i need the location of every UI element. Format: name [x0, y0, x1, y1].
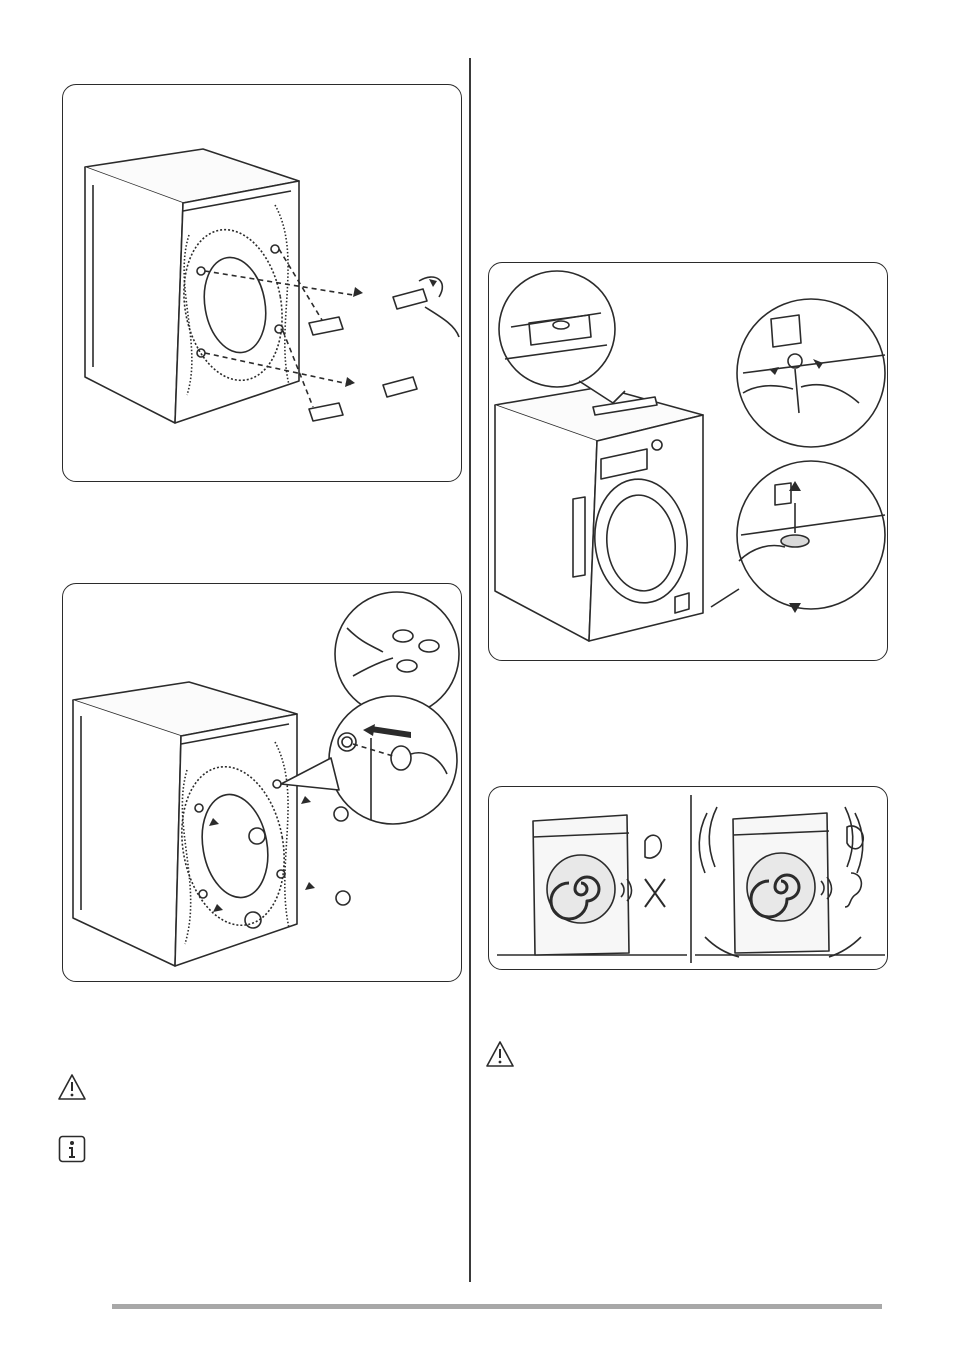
transit-bolt-removal-illustration: [63, 85, 462, 482]
plastic-cap-insertion-illustration: [63, 584, 462, 982]
page-footer-bar: [112, 1304, 882, 1309]
vibration-noise-comparison-illustration: [489, 787, 888, 970]
info-icon: [58, 1135, 86, 1163]
figure-remove-transit-bolts: [62, 84, 462, 482]
figure-vibration-noise: [488, 786, 888, 970]
column-divider: [469, 58, 471, 1282]
figure-level-appliance: [488, 262, 888, 661]
figure-insert-plastic-caps: [62, 583, 462, 982]
warning-triangle-icon: [57, 1073, 87, 1101]
spirit-level-and-feet-adjustment-illustration: [489, 263, 888, 661]
warning-triangle-icon: [485, 1040, 515, 1068]
